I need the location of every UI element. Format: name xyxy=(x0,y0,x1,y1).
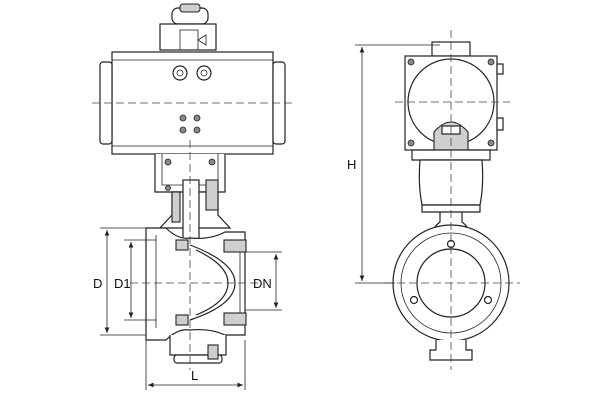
valve-body xyxy=(130,140,260,370)
label-l: L xyxy=(191,368,198,383)
label-h: H xyxy=(347,157,356,172)
label-d: D xyxy=(93,276,102,291)
front-dimensions xyxy=(100,227,282,390)
side-view: H xyxy=(347,30,520,370)
valve-neck xyxy=(158,179,232,251)
label-dn: DN xyxy=(253,276,272,291)
label-d1: D1 xyxy=(114,276,131,291)
side-flange xyxy=(385,30,520,370)
actuator xyxy=(92,51,295,155)
front-view: D D1 DN L xyxy=(92,3,295,390)
side-dimensions xyxy=(355,44,440,284)
side-actuator xyxy=(395,41,510,151)
positioner xyxy=(159,3,217,51)
side-yoke xyxy=(411,149,491,237)
